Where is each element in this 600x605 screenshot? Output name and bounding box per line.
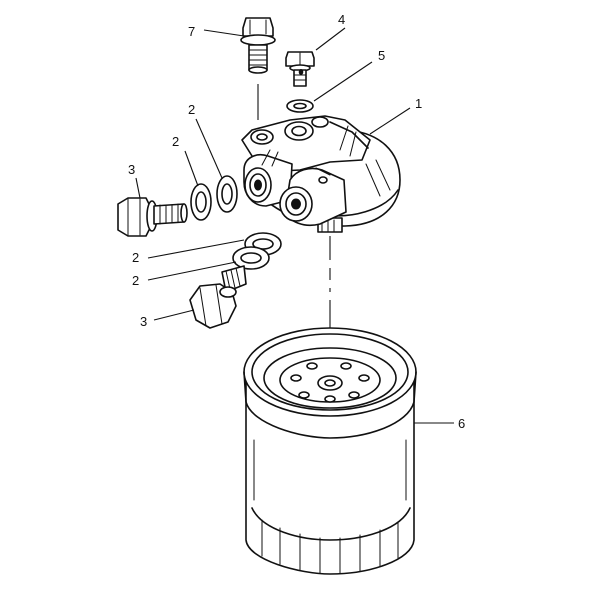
- callout-7: 7: [188, 24, 195, 39]
- part-6-filter-canister: [243, 327, 417, 575]
- callout-2a: 2: [188, 102, 195, 117]
- callout-2b: 2: [172, 134, 179, 149]
- part-2-washer-b: [216, 175, 238, 213]
- part-3-bolt-lower: [189, 265, 247, 329]
- callout-3a: 3: [128, 162, 135, 177]
- callout-1: 1: [415, 96, 422, 111]
- part-7-bolt: [240, 17, 276, 74]
- callout-6: 6: [458, 416, 465, 431]
- part-2-washer-d: [232, 246, 270, 270]
- part-1-filter-head: [241, 115, 401, 233]
- part-2-washer-a: [190, 183, 212, 221]
- part-4-screw: [285, 51, 315, 87]
- callout-5: 5: [378, 48, 385, 63]
- callout-2d: 2: [132, 273, 139, 288]
- part-3-bolt-upper: [117, 197, 188, 237]
- callout-3b: 3: [140, 314, 147, 329]
- callout-2c: 2: [132, 250, 139, 265]
- part-5-washer: [286, 99, 314, 113]
- callout-4: 4: [338, 12, 345, 27]
